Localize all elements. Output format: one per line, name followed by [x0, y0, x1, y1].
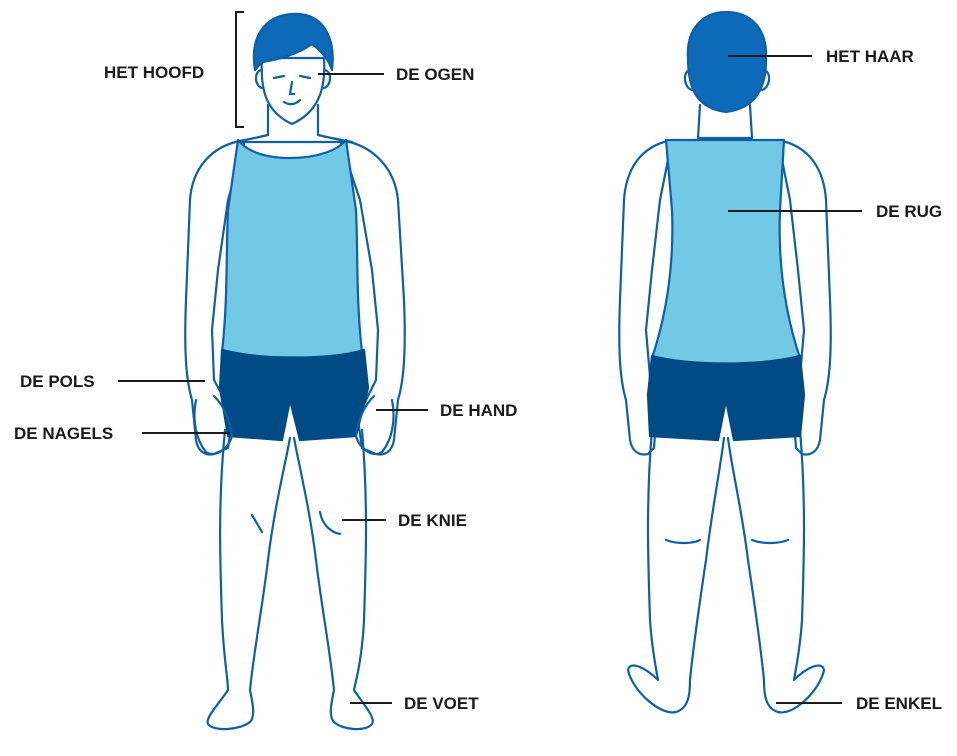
front-shirt	[222, 140, 362, 359]
back-right-leg	[728, 430, 824, 712]
label-eyes: DE OGEN	[396, 66, 474, 83]
label-hair: HET HAAR	[826, 48, 914, 65]
front-left-knee	[252, 515, 262, 532]
front-face	[262, 58, 325, 124]
back-shirt	[652, 140, 800, 364]
label-knee: DE KNIE	[398, 512, 467, 529]
label-back: DE RUG	[876, 203, 942, 220]
back-figure	[619, 12, 831, 712]
label-head: HET HOOFD	[104, 64, 204, 81]
front-right-knee	[320, 512, 340, 534]
back-left-leg	[628, 430, 724, 712]
front-shorts	[220, 350, 368, 440]
back-head	[688, 12, 766, 112]
head-bracket	[236, 12, 244, 127]
label-hand: DE HAND	[440, 402, 517, 419]
back-shorts	[648, 356, 804, 440]
front-left-leg	[208, 430, 290, 729]
label-wrist: DE POLS	[20, 373, 95, 390]
front-right-leg	[294, 430, 373, 729]
label-ankle: DE ENKEL	[856, 695, 942, 712]
label-foot: DE VOET	[404, 695, 479, 712]
back-left-knee-crease	[666, 540, 700, 543]
front-figure	[185, 14, 405, 729]
label-nails: DE NAGELS	[14, 425, 113, 442]
back-right-knee-crease	[752, 540, 788, 543]
